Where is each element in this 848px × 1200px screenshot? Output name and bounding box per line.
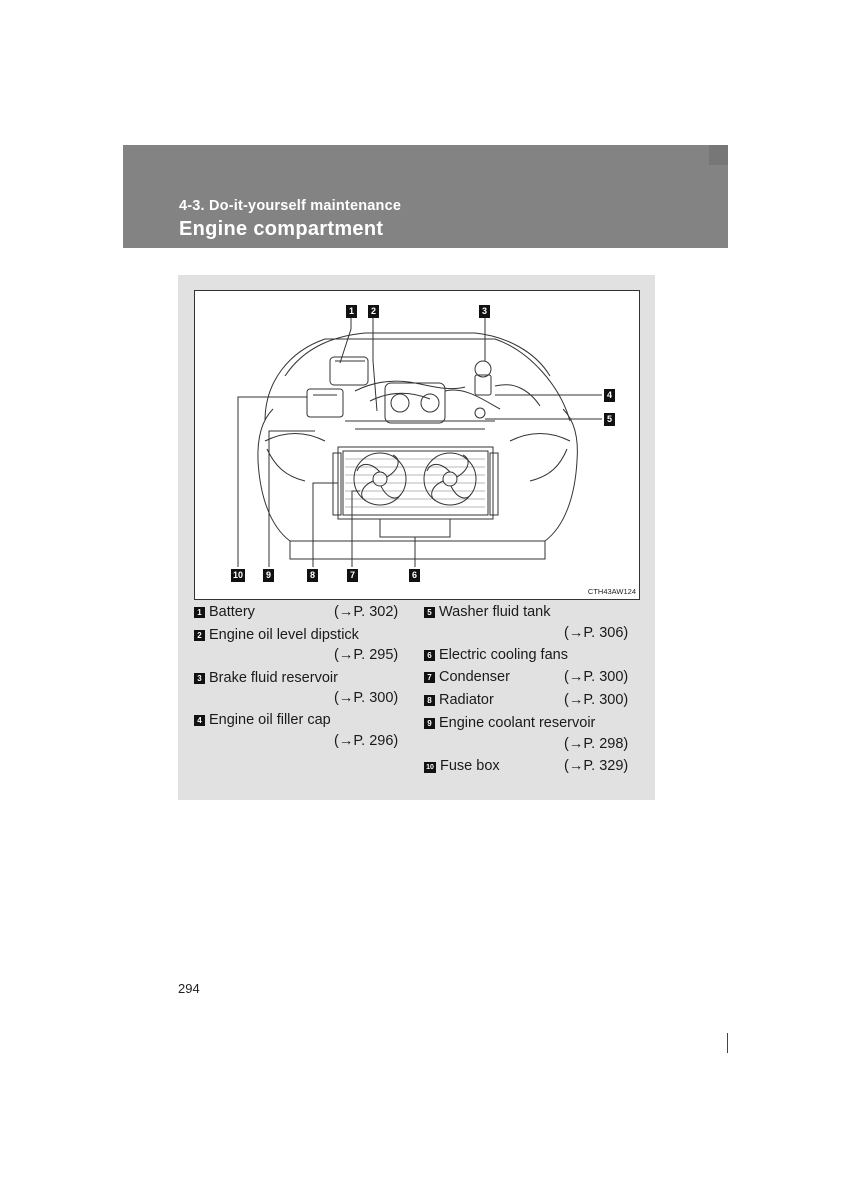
legend-ref: (→P. 298)	[564, 736, 629, 752]
legend-label: Radiator	[439, 692, 494, 708]
legend-number: 3	[194, 673, 205, 684]
callout-2: 2	[368, 305, 379, 318]
legend-number: 1	[194, 607, 205, 618]
legend-number: 6	[424, 650, 435, 661]
legend-ref: (→P. 329)	[564, 758, 629, 774]
callout-4: 4	[604, 389, 615, 402]
legend-ref: (→P. 300)	[334, 690, 399, 706]
legend-label: Brake fluid reservoir	[209, 670, 338, 686]
callout-6: 6	[409, 569, 420, 582]
legend-number: 10	[424, 762, 436, 773]
legend-item-washer-fluid: 5 Washer fluid tank	[424, 604, 550, 620]
header-band	[123, 145, 728, 248]
legend-ref: (→P. 300)	[564, 692, 629, 708]
callout-1: 1	[346, 305, 357, 318]
engine-illustration	[237, 313, 602, 567]
legend-ref: (→P. 300)	[564, 669, 629, 685]
page-title: Engine compartment	[179, 218, 384, 240]
legend-item-coolant-reservoir: 9 Engine coolant reservoir	[424, 715, 595, 731]
section-label: 4-3. Do-it-yourself maintenance	[179, 198, 402, 214]
header-corner-mark	[709, 145, 728, 165]
callout-8: 8	[307, 569, 318, 582]
legend-number: 7	[424, 672, 435, 683]
legend-item-dipstick: 2 Engine oil level dipstick	[194, 627, 359, 643]
legend-item-battery: 1 Battery	[194, 604, 255, 620]
legend-item-brake-fluid: 3 Brake fluid reservoir	[194, 670, 338, 686]
legend-item-radiator: 8 Radiator	[424, 692, 494, 708]
legend-number: 2	[194, 630, 205, 641]
page-number: 294	[178, 981, 200, 996]
legend-label: Fuse box	[440, 758, 500, 774]
legend-item-fuse-box: 10 Fuse box	[424, 758, 500, 774]
margin-rule	[727, 1033, 728, 1053]
legend-label: Engine oil level dipstick	[209, 627, 359, 643]
legend-ref: (→P. 295)	[334, 647, 399, 663]
legend-label: Engine oil filler cap	[209, 712, 331, 728]
figure-code: CTH43AW124	[587, 587, 636, 596]
legend-item-oil-filler: 4 Engine oil filler cap	[194, 712, 331, 728]
legend-number: 4	[194, 715, 205, 726]
legend-ref: (→P. 296)	[334, 733, 399, 749]
legend-ref: (→P. 306)	[564, 625, 629, 641]
legend-label: Battery	[209, 604, 255, 620]
engine-figure: 1 2 3 4 5 6 7 8 9 10 CTH43AW124	[194, 290, 640, 600]
legend-label: Condenser	[439, 669, 510, 685]
legend-item-condenser: 7 Condenser	[424, 669, 510, 685]
legend-number: 9	[424, 718, 435, 729]
legend-label: Washer fluid tank	[439, 604, 551, 620]
legend-number: 5	[424, 607, 435, 618]
callout-5: 5	[604, 413, 615, 426]
callout-7: 7	[347, 569, 358, 582]
legend-item-cooling-fans: 6 Electric cooling fans	[424, 647, 568, 663]
legend-number: 8	[424, 695, 435, 706]
legend-label: Electric cooling fans	[439, 647, 568, 663]
callout-3: 3	[479, 305, 490, 318]
callout-10: 10	[231, 569, 245, 582]
legend-ref: (→P. 302)	[334, 604, 399, 620]
legend-label: Engine coolant reservoir	[439, 715, 596, 731]
callout-9: 9	[263, 569, 274, 582]
